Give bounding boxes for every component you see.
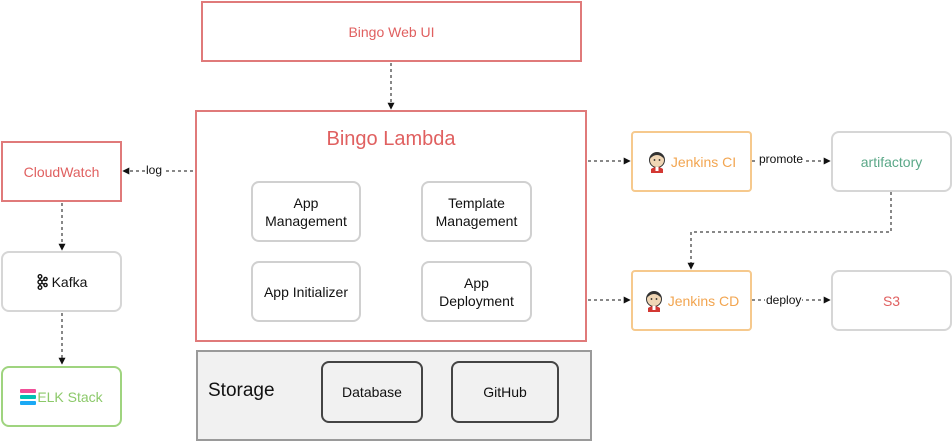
storage-title: Storage	[208, 380, 275, 401]
elastic-logo-icon	[20, 388, 37, 405]
jenkins-cd-label: Jenkins CD	[667, 292, 740, 309]
bingo-lambda-container[interactable]: Bingo Lambda	[195, 110, 587, 342]
artifactory-node[interactable]: artifactory	[831, 131, 952, 192]
jenkins-ci-node[interactable]: Jenkins CI	[631, 131, 752, 192]
database-node[interactable]: Database	[321, 361, 423, 423]
github-label: GitHub	[483, 384, 527, 400]
app-deployment-label: App Deployment	[439, 274, 514, 309]
jenkins-icon	[645, 290, 662, 312]
bingo-lambda-title: Bingo Lambda	[326, 128, 456, 150]
s3-node[interactable]: S3	[831, 270, 952, 331]
app-management-node[interactable]: App Management	[251, 181, 361, 242]
app-deployment-node[interactable]: App Deployment	[421, 261, 532, 322]
arrow-artifactory-to-jenkins-cd	[687, 192, 892, 270]
database-label: Database	[342, 384, 402, 400]
template-management-node[interactable]: Template Management	[421, 181, 532, 242]
template-management-label: Template Management	[435, 194, 518, 229]
github-node[interactable]: GitHub	[451, 361, 559, 423]
elk-stack-label: ELK Stack	[37, 388, 103, 405]
bingo-web-ui-label: Bingo Web UI	[348, 23, 435, 40]
edge-label-log: log	[145, 163, 164, 177]
jenkins-icon	[648, 151, 665, 173]
cloudwatch-node[interactable]: CloudWatch	[1, 141, 122, 202]
kafka-icon	[36, 273, 48, 290]
edge-label-deploy: deploy	[765, 293, 803, 307]
bingo-web-ui-node[interactable]: Bingo Web UI	[201, 1, 582, 62]
kafka-label: Kafka	[51, 273, 88, 290]
jenkins-cd-node[interactable]: Jenkins CD	[631, 270, 752, 331]
edge-label-promote: promote	[758, 152, 805, 166]
kafka-node[interactable]: Kafka	[1, 251, 122, 312]
artifactory-label: artifactory	[860, 153, 923, 170]
app-initializer-node[interactable]: App Initializer	[251, 261, 361, 322]
cloudwatch-label: CloudWatch	[23, 163, 100, 180]
s3-label: S3	[882, 292, 901, 309]
elk-stack-node[interactable]: ELK Stack	[1, 366, 122, 427]
jenkins-ci-label: Jenkins CI	[670, 153, 737, 170]
app-initializer-label: App Initializer	[263, 283, 349, 300]
app-management-label: App Management	[265, 194, 347, 229]
